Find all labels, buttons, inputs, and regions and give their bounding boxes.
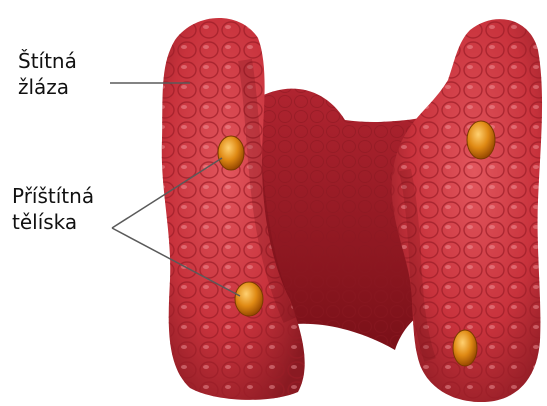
parathyroid-gland-left-lower [235, 282, 263, 316]
label-parathyroid-line2: tělíska [12, 209, 94, 235]
parathyroid-gland-right-lower [453, 330, 477, 366]
parathyroid-gland-right-upper [467, 121, 495, 159]
label-parathyroid-line1: Příštítná [12, 183, 94, 209]
label-thyroid-line2: žláza [18, 74, 77, 100]
label-parathyroid-glands: Příštítná tělíska [12, 183, 94, 235]
label-thyroid-line1: Štítná [18, 48, 77, 74]
label-thyroid-gland: Štítná žláza [18, 48, 77, 100]
parathyroid-gland-left-upper [218, 136, 244, 170]
